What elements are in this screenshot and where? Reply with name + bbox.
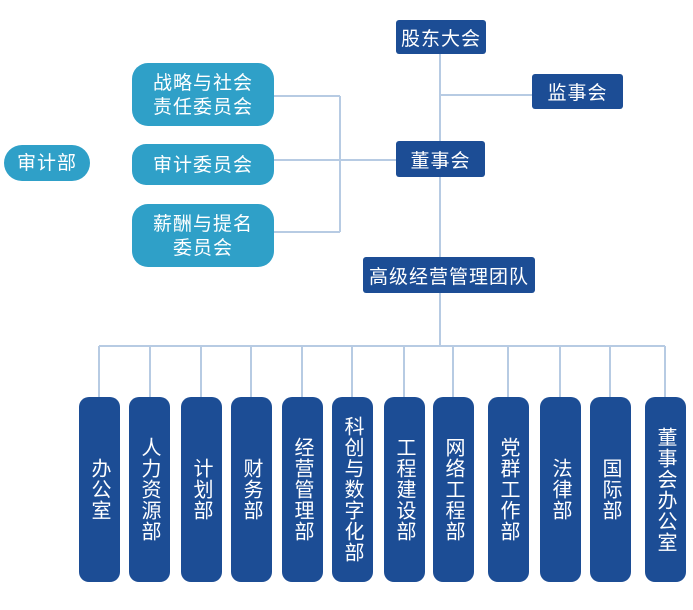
department-label: 国际部 [599, 458, 623, 521]
department-box[interactable]: 经营管理部 [282, 397, 323, 582]
department-label: 经营管理部 [291, 437, 315, 542]
committee-label-line1: 战略与社会 [152, 71, 253, 94]
department-box[interactable]: 工程建设部 [384, 397, 425, 582]
department-box[interactable]: 国际部 [590, 397, 631, 582]
audit-department-label: 审计部 [16, 152, 77, 174]
remuneration-nomination-committee-box[interactable]: 薪酬与提名 委员会 [132, 204, 274, 267]
committee-label-line2: 委员会 [172, 236, 233, 259]
board-of-directors-label: 董事会 [410, 149, 471, 172]
committee-label-line2: 责任委员会 [152, 95, 253, 118]
department-box[interactable]: 计划部 [181, 397, 222, 582]
shareholders-meeting-label: 股东大会 [400, 27, 481, 50]
department-label: 办公室 [88, 458, 112, 521]
department-label: 人力资源部 [138, 437, 162, 542]
department-label: 财务部 [240, 458, 264, 521]
department-box[interactable]: 董事会办公室 [645, 397, 686, 582]
department-box[interactable]: 科创与数字化部 [332, 397, 373, 582]
supervisory-board-box[interactable]: 监事会 [532, 74, 623, 109]
strategy-csr-committee-box[interactable]: 战略与社会 责任委员会 [132, 63, 274, 126]
department-label: 工程建设部 [393, 437, 417, 542]
department-label: 科创与数字化部 [341, 416, 365, 563]
department-label: 党群工作部 [497, 437, 521, 542]
supervisory-board-label: 监事会 [547, 82, 608, 104]
shareholders-meeting-box[interactable]: 股东大会 [396, 20, 486, 54]
audit-department-box[interactable]: 审计部 [4, 145, 90, 181]
department-label: 计划部 [190, 458, 214, 521]
department-label: 法律部 [549, 458, 573, 521]
department-box[interactable]: 人力资源部 [129, 397, 170, 582]
audit-committee-box[interactable]: 审计委员会 [132, 144, 274, 185]
department-box[interactable]: 党群工作部 [488, 397, 529, 582]
department-box[interactable]: 财务部 [231, 397, 272, 582]
department-label: 董事会办公室 [654, 426, 678, 553]
committee-label: 审计委员会 [152, 153, 253, 176]
department-box[interactable]: 办公室 [79, 397, 120, 582]
committee-label-line1: 薪酬与提名 [152, 212, 253, 235]
department-label: 网络工程部 [442, 437, 466, 542]
department-box[interactable]: 网络工程部 [433, 397, 474, 582]
board-of-directors-box[interactable]: 董事会 [396, 141, 485, 177]
department-box[interactable]: 法律部 [540, 397, 581, 582]
senior-management-label: 高级经营管理团队 [368, 265, 529, 288]
senior-management-box[interactable]: 高级经营管理团队 [363, 257, 535, 293]
